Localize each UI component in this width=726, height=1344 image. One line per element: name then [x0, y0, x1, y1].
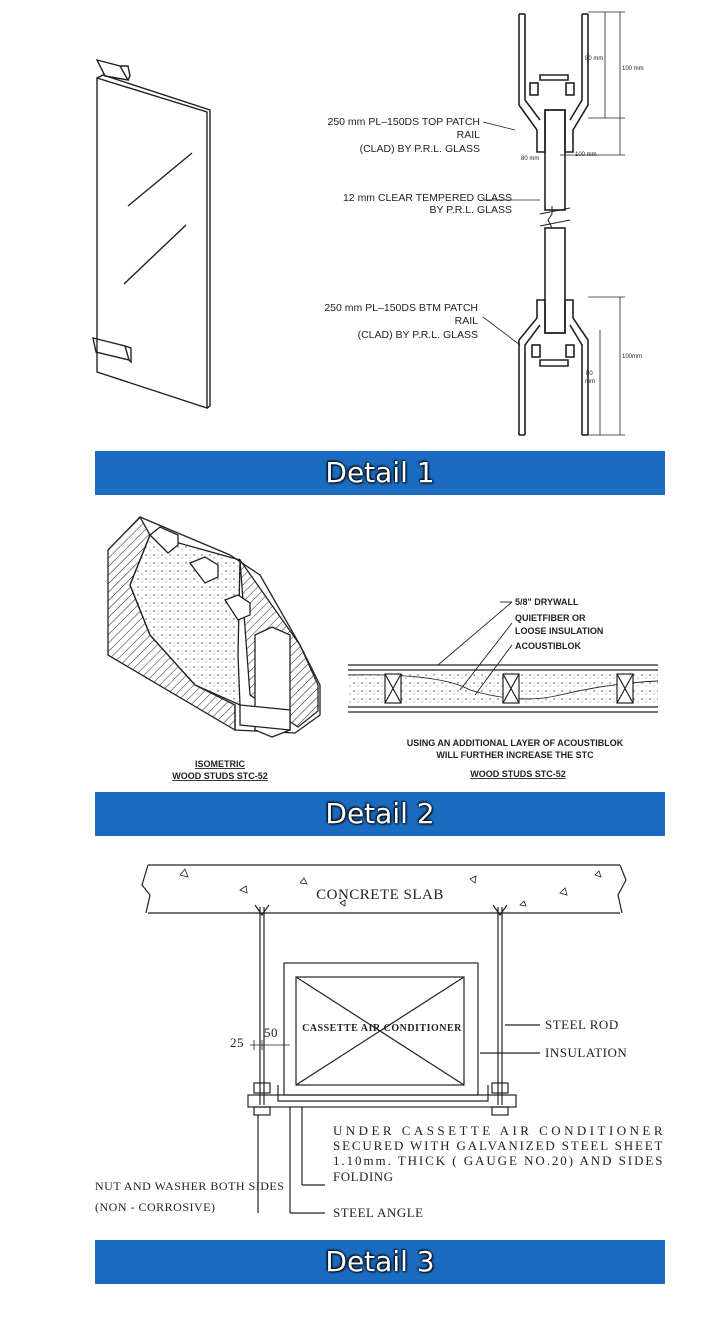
detail1-banner: Detail 1 [95, 451, 665, 495]
btm-rail-label-2: RAIL [455, 315, 479, 327]
note-line-3: 1.10mm. THICK ( GAUGE NO.20) AND SIDES [333, 1153, 663, 1168]
concrete-slab [141, 864, 627, 914]
note-line-2: SECURED WITH GALVANIZED STEEL SHEET [333, 1138, 663, 1153]
glass-label-1: 12 mm CLEAR TEMPERED GLASS [343, 192, 512, 204]
dim-50: 50 [264, 1025, 278, 1040]
cassette-unit [283, 962, 479, 1096]
dim-80-bottom-1: 80 [586, 371, 593, 377]
patch-rail-section [518, 13, 589, 436]
detail2-banner: Detail 2 [95, 792, 665, 836]
detail3-banner-title: Detail 3 [325, 1245, 435, 1278]
hanger-rods [254, 904, 508, 1105]
glass-panel-isometric [92, 58, 211, 409]
iso-title: ISOMETRIC [195, 759, 246, 769]
quietfiber-label-2: LOOSE INSULATION [515, 626, 603, 636]
nut-washer-label-2: (NON - CORROSIVE) [95, 1200, 216, 1214]
dimension-lines [482, 11, 625, 436]
insulation-label: INSULATION [545, 1045, 627, 1060]
detail3-banner: Detail 3 [95, 1240, 665, 1284]
iso-subtitle: WOOD STUDS STC-52 [172, 771, 268, 781]
btm-rail-label-1: 250 mm PL–150DS BTM PATCH [324, 302, 478, 314]
steel-rod-label: STEEL ROD [545, 1017, 619, 1032]
top-rail-label-2: RAIL [457, 129, 481, 141]
detail3-drawing: CONCRETE SLAB CASSETTE AIR CONDITIONER 2… [95, 864, 663, 1220]
note-line-4: FOLDING [333, 1169, 394, 1184]
steel-angle-label: STEEL ANGLE [333, 1205, 424, 1220]
dim-80-bottom-2: mm [585, 379, 595, 385]
detail2-drawing: ISOMETRIC WOOD STUDS STC-52 5/8" DRYWALL… [107, 515, 659, 781]
nut-washer-label-1: NUT AND WASHER BOTH SIDES [95, 1179, 284, 1193]
glass-label-2: BY P.R.L. GLASS [430, 204, 513, 216]
dim-80-top: 80 mm [585, 56, 603, 62]
slab-label: CONCRETE SLAB [316, 887, 444, 903]
section-note-2: WILL FURTHER INCREASE THE STC [436, 750, 594, 760]
top-rail-label-3: (CLAD) BY P.R.L. GLASS [360, 143, 480, 155]
unit-label: CASSETTE AIR CONDITIONER [302, 1023, 462, 1034]
detail1-drawing: 250 mm PL–150DS TOP PATCH RAIL (CLAD) BY… [92, 11, 644, 436]
wall-section [347, 601, 659, 713]
isometric-wall [107, 515, 321, 738]
dim-100-width: 100 mm [575, 152, 597, 158]
btm-rail-label-3: (CLAD) BY P.R.L. GLASS [358, 329, 478, 341]
dim-100-bottom: 100mm [622, 354, 642, 360]
section-title: WOOD STUDS STC-52 [470, 769, 566, 779]
dim-25: 25 [230, 1035, 244, 1050]
top-rail-label-1: 250 mm PL–150DS TOP PATCH [327, 116, 480, 128]
quietfiber-label-1: QUIETFIBER OR [515, 613, 586, 623]
note-line-1: UNDER CASSETTE AIR CONDITIONER [333, 1123, 663, 1138]
dim-80-width: 80 mm [521, 156, 539, 162]
acoustiblok-label: ACOUSTIBLOK [515, 641, 581, 651]
section-note-1: USING AN ADDITIONAL LAYER OF ACOUSTIBLOK [407, 738, 624, 748]
dim-100-top: 100 mm [622, 66, 644, 72]
drywall-label: 5/8" DRYWALL [515, 597, 579, 607]
detail1-banner-title: Detail 1 [325, 456, 435, 489]
support-frame [247, 1024, 540, 1214]
detail2-banner-title: Detail 2 [325, 797, 435, 830]
